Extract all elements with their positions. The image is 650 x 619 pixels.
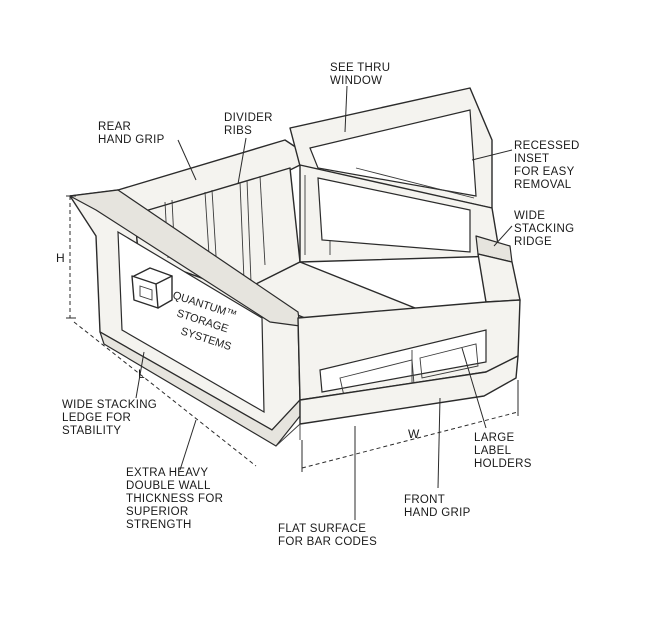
recessed-inset-label-2: INSET xyxy=(514,153,549,165)
double-wall-label-1: EXTRA HEAVY xyxy=(126,467,208,479)
callout-labels: SEE THRU WINDOW REAR HAND GRIP DIVIDER R… xyxy=(62,62,580,548)
see-thru-window xyxy=(309,109,477,197)
leader-lines xyxy=(135,85,513,520)
dimensions: H L W xyxy=(56,195,519,472)
width-dimension-line xyxy=(301,411,519,469)
double-wall-label-5: STRENGTH xyxy=(126,519,192,531)
see-thru-window-label-2: WINDOW xyxy=(330,75,382,87)
recessed-inset-label-4: REMOVAL xyxy=(514,179,572,191)
front-hand-grip-label-2: HAND GRIP xyxy=(404,507,471,519)
double-wall-label-2: DOUBLE WALL xyxy=(126,480,211,492)
recessed-inset xyxy=(317,177,471,253)
divider-ribs-label-1: DIVIDER xyxy=(224,112,273,124)
wide-stacking-ridge-label-2: STACKING xyxy=(514,223,574,235)
label-holders-label-2: LABEL xyxy=(474,445,512,457)
divider-ribs-label-2: RIBS xyxy=(224,125,252,137)
flat-surface-label-2: FOR BAR CODES xyxy=(278,536,377,548)
flat-surface-label-1: FLAT SURFACE xyxy=(278,523,366,535)
brand-panel xyxy=(117,230,265,414)
wide-stacking-ridge-label-1: WIDE xyxy=(514,210,545,222)
wide-stacking-ridge-label-3: RIDGE xyxy=(514,236,552,248)
double-wall-label-4: SUPERIOR xyxy=(126,506,188,518)
length-dimension-line xyxy=(73,321,257,467)
recessed-inset-label-1: RECESSED xyxy=(514,140,580,152)
bin-drawing: QUANTUM™ STORAGE SYSTEMS xyxy=(69,87,521,447)
rear-hand-grip-label-2: HAND GRIP xyxy=(98,134,165,146)
label-holders-label-1: LARGE xyxy=(474,432,515,444)
stacking-ledge-label-2: LEDGE FOR xyxy=(62,412,131,424)
recessed-inset-label-3: FOR EASY xyxy=(514,166,575,178)
rear-hand-grip-label-1: REAR xyxy=(98,121,131,133)
label-holder-right xyxy=(419,343,479,379)
stacking-ledge-label-1: WIDE STACKING xyxy=(62,399,157,411)
stacking-ledge-label-3: STABILITY xyxy=(62,425,121,437)
front-hand-grip-label-1: FRONT xyxy=(404,494,445,506)
length-label: L xyxy=(138,367,145,381)
double-wall-label-3: THICKNESS FOR xyxy=(126,493,223,505)
see-thru-window-label-1: SEE THRU xyxy=(330,62,390,74)
height-label: H xyxy=(56,251,65,265)
front-hand-grip xyxy=(319,329,487,393)
ridge-post xyxy=(477,253,521,303)
label-holders-label-3: HOLDERS xyxy=(474,458,532,470)
quantum-logo xyxy=(131,267,173,309)
width-label: W xyxy=(408,427,420,441)
